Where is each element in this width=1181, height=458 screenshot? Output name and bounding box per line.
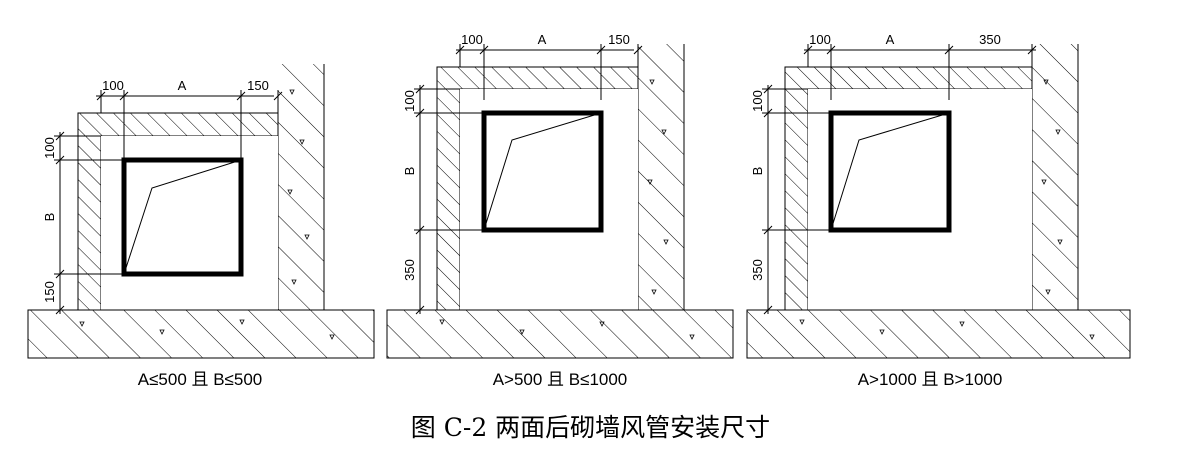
masonry-wall-left [436,88,461,311]
floor-slab [386,309,734,359]
figure-caption: 图 C-2 两面后砌墙风管安装尺寸 [410,413,771,442]
duct-section [121,157,244,277]
dim-width: A [886,32,895,47]
masonry-wall-top [436,66,639,90]
dim-horizontal [455,44,643,100]
floor-slab [27,309,375,359]
dim-horizontal [803,44,1037,100]
dim-vertical [54,131,124,315]
masonry-wall-top [784,66,1033,90]
dim-left-offset: 100 [809,32,831,47]
dim-left-offset: 100 [461,32,483,47]
dim-height: B [42,213,57,222]
damper-line [830,112,950,231]
aggregate-marks [79,89,335,340]
duct-installation-figure: 100 A 150 100 B 150 A≤500 且 B≤500 [27,32,1131,389]
dim-right-offset: 150 [247,78,269,93]
concrete-wall [1032,44,1078,310]
damper-line [123,159,242,275]
panel-3: 100 A 350 100 B 350 A>1000 且 B>1000 [746,32,1131,389]
masonry-wall-left [784,88,809,311]
dim-right-offset: 350 [979,32,1001,47]
concrete-wall [638,44,684,310]
condition-label: A>1000 且 B>1000 [858,370,1003,389]
dim-top-offset: 100 [402,90,417,112]
aggregate-marks [439,79,695,340]
concrete-wall [278,64,324,310]
dim-bottom-offset: 350 [402,259,417,281]
floor-slab [746,309,1131,359]
panel-2: 100 A 150 100 B 350 A>500 且 B≤1000 [386,32,734,389]
dim-horizontal [96,90,283,160]
condition-label: A≤500 且 B≤500 [138,370,263,389]
aggregate-marks [799,79,1095,340]
dim-top-offset: 100 [750,90,765,112]
dim-vertical [762,84,831,315]
dim-bottom-offset: 150 [42,281,57,303]
condition-label: A>500 且 B≤1000 [493,370,628,389]
dim-left-offset: 100 [102,78,124,93]
dim-vertical [414,84,484,315]
duct-section [828,110,952,233]
dim-bottom-offset: 350 [750,259,765,281]
dim-height: B [750,167,765,176]
dim-top-offset: 100 [42,137,57,159]
dim-width: A [538,32,547,47]
panel-1: 100 A 150 100 B 150 A≤500 且 B≤500 [27,64,375,389]
dim-right-offset: 150 [608,32,630,47]
duct-section [481,110,604,233]
damper-line [483,112,602,231]
masonry-wall-top [77,112,279,137]
masonry-wall-left [77,135,102,311]
dim-width: A [178,78,187,93]
dim-height: B [402,167,417,176]
